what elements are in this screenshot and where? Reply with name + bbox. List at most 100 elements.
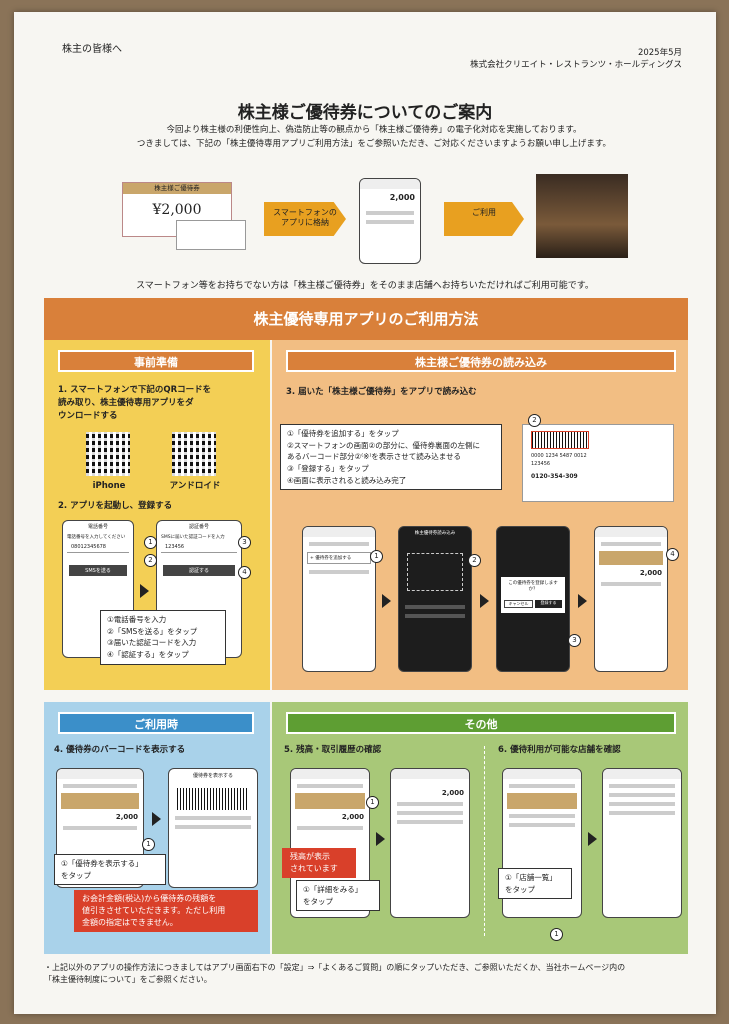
arrow-right-icon [588,832,597,846]
read-panel: 株主様ご優待券の読み込み 3. 届いた「株主様ご優待券」をアプリで読み込む ①「… [272,340,688,690]
read-step3: 3. 届いた「株主様ご優待券」をアプリで読み込む [286,387,477,397]
android-label: アンドロイド [169,481,221,491]
flow-phone: 2,000 [359,178,421,264]
use-phone-2: 優待券を表示する [168,768,258,888]
badge-1-detail: 1 [366,796,379,809]
prep-item-2: ②「SMSを送る」をタップ [107,626,198,636]
verify-button[interactable]: 認証する [163,565,235,576]
read-phone-4: 2,000 [594,526,668,672]
read-item-5: ④画面に表示されると読み込み完了 [287,475,407,485]
use-callout: ①「優待券を表示する」 をタップ [54,854,166,886]
other-title: その他 [286,712,676,734]
card-phone: 0120-354-309 [531,473,578,480]
page-title: 株主様ご優待券についてのご案内 [237,103,493,123]
divider [484,746,485,936]
card-pin: 123456 [531,461,551,467]
other-amount: 2,000 [341,813,364,821]
read-item-2: ②スマートフォンの画面②の部分に、優待券裏面の左側に [287,440,480,450]
badge-3-read: 3 [568,634,581,647]
badge-1-read: 1 [370,550,383,563]
restaurant-photo [536,174,628,258]
use-warning: お会計金額(税込)から優待券の残額を 値引きさせていただきます。ただし利用 金額… [74,890,258,932]
company-name: 株式会社クリエイト・レストランツ・ホールディングス [470,59,682,70]
voucher-back [176,220,246,250]
paper-sheet: 株主の皆様へ 2025年5月 株式会社クリエイト・レストランツ・ホールディングス… [14,12,716,1014]
badge-4: 4 [238,566,251,579]
barcode-image [531,431,589,449]
prep-step1: 1. スマートフォンで下記のQRコードを 読み取り、株主優待専用アプリをダ ウン… [58,385,212,421]
phone2-title: 認証番号 [188,524,209,530]
voucher-back-card: 0000 1234 5487 0012 123456 0120-354-309 [522,424,674,502]
read-amount: 2,000 [639,569,662,577]
read-phone-3: この優待券を登録しますか？ キャンセル 登録する [496,526,570,672]
prep-instructions: ①電話番号を入力 ②「SMSを送る」をタップ ③届いた認証コードを入力 ④「認証… [100,610,226,665]
no-phone-note: スマートフォン等をお持ちでない方は「株主様ご優待券」をそのまま店舗へお持ちいただ… [136,281,594,291]
arrow-right-icon [376,832,385,846]
phone1-title: 電話番号 [87,524,108,530]
show-barcode [177,788,249,810]
footer-note: ・上記以外のアプリの操作方法につきましてはアプリ画面右下の「設定」⇒「よくあるご… [44,963,626,985]
sms-button[interactable]: SMSを送る [69,565,127,576]
iphone-label: iPhone [92,481,126,491]
arrow-right-icon [152,812,161,826]
voucher-title: 株主様ご優待券 [123,183,231,194]
usage-banner: 株主優待専用アプリのご利用方法 [44,298,688,340]
read-item-4: ③「登録する」をタップ [287,463,369,473]
flow-phone-amount: 2,000 [389,193,415,202]
read-item-3: あるバーコード部分②⁽※⁾を表示させて読み込ませる [287,452,461,462]
prep-item-3: ③届いた認証コードを入力 [107,638,197,648]
store-callout: ①「店舗一覧」 をタップ [498,868,572,900]
flow-row: 株主様ご優待券 ¥2,000 スマートフォンの アプリに格納 2,000 ご利用 [104,172,634,272]
read-instructions: ①「優待券を追加する」をタップ ②スマートフォンの画面②の部分に、優待券裏面の左… [280,424,502,491]
read-title: 株主様ご優待券の読み込み [286,350,676,372]
other-step5: 5. 残高・取引履歴の確認 [284,745,382,755]
detail-amount: 2,000 [441,789,464,797]
other-phone-2: 2,000 [390,768,470,918]
use-panel: ご利用時 4. 優待券のバーコードを表示する 2,000 優待券を表示する 1 … [44,702,270,954]
read-item-1: ①「優待券を追加する」をタップ [287,429,399,438]
qr-iphone [86,432,130,476]
prep-panel: 事前準備 1. スマートフォンで下記のQRコードを 読み取り、株主優待専用アプリ… [44,340,270,690]
badge-1-use: 1 [142,838,155,851]
prep-item-1: ①電話番号を入力 [107,615,167,624]
badge-2-read: 2 [468,554,481,567]
other-panel: その他 5. 残高・取引履歴の確認 2,000 2,000 1 残高が表示 され… [272,702,688,954]
use-amount: 2,000 [115,813,138,821]
use-screen-title: 優待券を表示する [192,773,233,779]
badge-1: 1 [144,536,157,549]
badge-4-read: 4 [666,548,679,561]
voucher-amount: ¥2,000 [152,202,202,218]
read-phone-2: 株主優待券読み込み [398,526,472,672]
phone1-input[interactable]: 08012345678 [67,542,129,553]
confirm-dialog: この優待券を登録しますか？ キャンセル 登録する [501,577,565,613]
addressee: 株主の皆様へ [62,44,122,55]
use-title: ご利用時 [58,712,254,734]
intro-line-2: つきましては、下記の「株主優待専用アプリご利用方法」をご参照いただき、ご対応くだ… [136,138,612,149]
register-button[interactable]: 登録する [535,600,562,608]
prep-item-4: ④「認証する」をタップ [107,649,189,659]
use-step4: 4. 優待券のバーコードを表示する [54,745,186,755]
prep-title: 事前準備 [58,350,254,372]
scan-area [407,553,463,591]
phone1-label: 電話番号を入力してください [67,535,126,540]
phone2-input[interactable]: 123456 [161,542,237,553]
qr-android [172,432,216,476]
badge-2-card: 2 [528,414,541,427]
card-number: 0000 1234 5487 0012 [531,453,587,459]
arrow-use: ご利用 [444,202,524,236]
arrow-right-icon [578,594,587,608]
badge-2: 2 [144,554,157,567]
arrow-right-icon [382,594,391,608]
issue-date: 2025年5月 [637,48,682,58]
add-voucher-button[interactable]: + 優待券を追加する [307,552,371,564]
read-phone-1: + 優待券を追加する [302,526,376,672]
detail-callout: ①「詳細をみる」 をタップ [296,880,380,912]
header-right: 2025年5月 株式会社クリエイト・レストランツ・ホールディングス [470,48,682,72]
arrow-right-icon [480,594,489,608]
badge-1-store: 1 [550,928,563,941]
arrow-right-icon [140,584,149,598]
prep-step2: 2. アプリを起動し、登録する [58,501,173,511]
other-step6: 6. 優待利用が可能な店舗を確認 [498,745,621,755]
intro-line-1: 今回より株主様の利便性向上、偽造防止等の観点から「株主様ご優待券」の電子化対応を… [166,125,582,135]
cancel-button[interactable]: キャンセル [504,600,533,608]
